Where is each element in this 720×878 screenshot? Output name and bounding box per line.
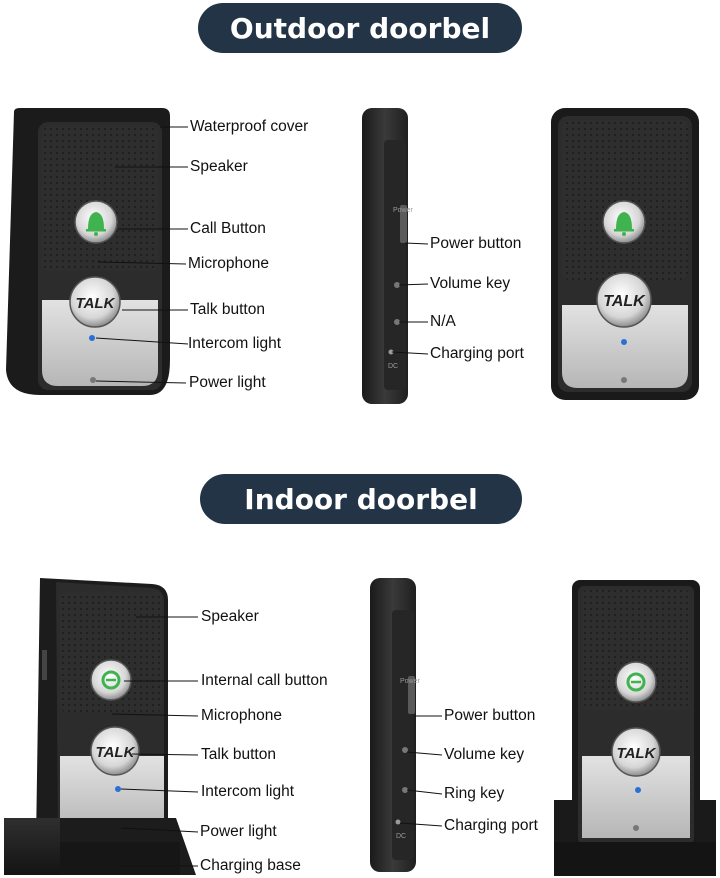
- bell-icon: [614, 212, 634, 236]
- label-talk-button: Talk button: [201, 746, 276, 763]
- phone-icon: [101, 670, 121, 690]
- label-call-button: Call Button: [190, 220, 266, 237]
- bell-icon: [86, 212, 106, 236]
- label-charging-port: Charging port: [444, 817, 538, 834]
- leader-lines: [95, 126, 443, 867]
- label-power-button: Power button: [430, 235, 522, 252]
- label-microphone: Microphone: [201, 707, 282, 724]
- label-ring-key: Ring key: [444, 785, 505, 802]
- indoor-front-device: TALK: [4, 578, 196, 875]
- label-internal-call-button: Internal call button: [201, 672, 328, 689]
- label-power-light: Power light: [189, 374, 266, 391]
- indoor-side-device: Power DC: [370, 578, 421, 872]
- outdoor-side-device: Power DC: [362, 108, 414, 404]
- outdoor-front-device-plain: TALK: [551, 108, 699, 400]
- label-charging-base: Charging base: [200, 857, 301, 874]
- label-intercom-light: Intercom light: [188, 335, 282, 352]
- label-intercom-light: Intercom light: [201, 783, 295, 800]
- phone-icon: [626, 672, 646, 692]
- svg-text:TALK: TALK: [76, 295, 116, 312]
- svg-text:Power: Power: [400, 678, 421, 685]
- svg-text:DC: DC: [396, 833, 406, 840]
- label-power-light: Power light: [200, 823, 277, 840]
- label-talk-button: Talk button: [190, 301, 265, 318]
- label-power-button: Power button: [444, 707, 536, 724]
- svg-text:DC: DC: [388, 363, 398, 370]
- label-charging-port: Charging port: [430, 345, 524, 362]
- label-microphone: Microphone: [188, 255, 269, 272]
- label-speaker: Speaker: [190, 158, 248, 175]
- outdoor-front-device: TALK: [6, 108, 170, 395]
- label-volume-key: Volume key: [430, 275, 511, 292]
- svg-text:TALK: TALK: [603, 293, 646, 310]
- label-waterproof-cover: Waterproof cover: [190, 118, 309, 135]
- indoor-title: Indoor doorbel: [200, 474, 522, 524]
- indoor-front-device-plain: TALK: [554, 580, 716, 876]
- label-speaker: Speaker: [201, 608, 259, 625]
- svg-text:TALK: TALK: [96, 744, 136, 761]
- svg-text:Power: Power: [393, 207, 414, 214]
- label-volume-key: Volume key: [444, 746, 525, 763]
- svg-text:TALK: TALK: [617, 745, 657, 762]
- outdoor-title: Outdoor doorbel: [198, 3, 522, 53]
- label-na: N/A: [430, 313, 456, 330]
